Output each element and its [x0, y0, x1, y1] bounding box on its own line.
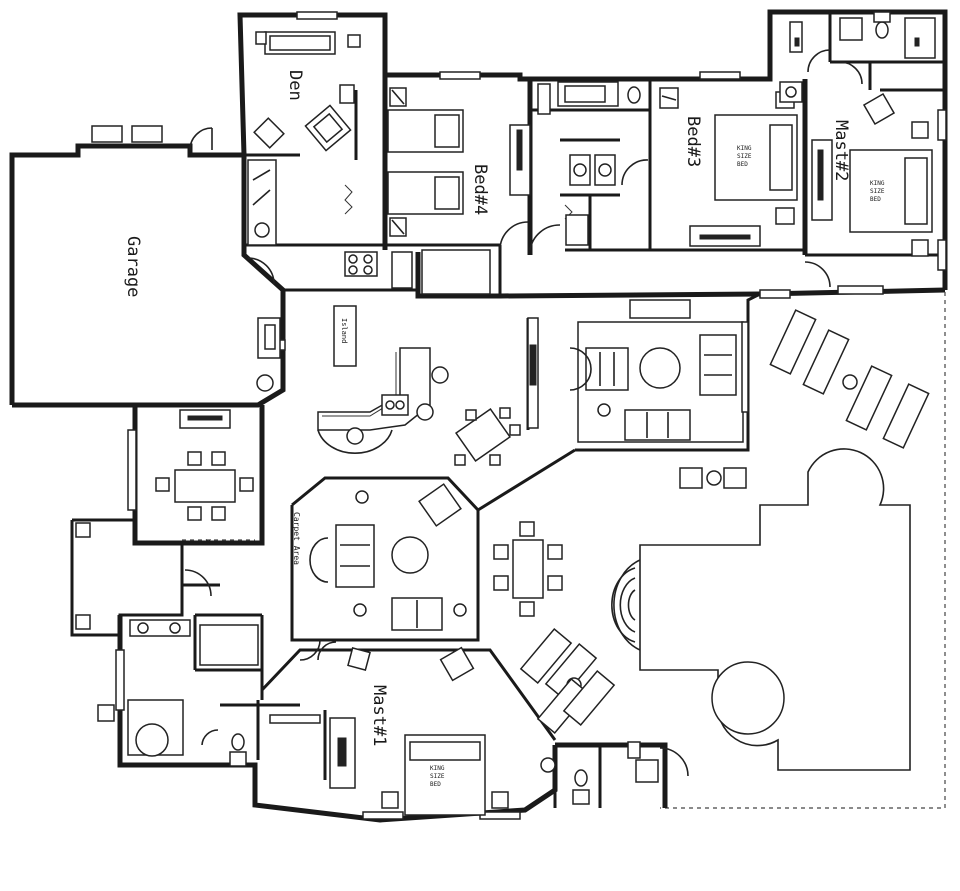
svg-text:✕: ✕	[205, 535, 212, 548]
bath-between-beds	[537, 81, 641, 246]
svg-text:BED: BED	[430, 781, 441, 788]
label-bed3: Bed#3	[683, 116, 703, 167]
svg-text:SIZE: SIZE	[430, 773, 445, 780]
bed3-furniture: KING SIZE BED	[659, 81, 803, 247]
svg-text:KING: KING	[737, 145, 752, 152]
svg-text:BED: BED	[870, 196, 881, 203]
master2-furniture: KING SIZE BED	[789, 11, 936, 257]
interior-walls	[180, 12, 945, 808]
carpet-area-furniture	[309, 483, 467, 631]
svg-text:SIZE: SIZE	[870, 188, 885, 195]
garage-area	[91, 125, 281, 392]
pool	[611, 448, 911, 771]
kitchen-area	[317, 249, 539, 466]
family-room-furniture	[569, 299, 749, 489]
entry-area	[75, 522, 91, 630]
master1-furniture: KING SIZE BED	[347, 646, 659, 816]
label-island: Island	[340, 318, 348, 343]
label-master1: Mast#1	[369, 685, 389, 746]
patio-loungers	[769, 309, 930, 449]
master-bath	[97, 619, 356, 789]
svg-text:SIZE: SIZE	[737, 153, 752, 160]
label-carpet-area: Carpet Area	[292, 512, 301, 565]
dining-nook: ✕	[155, 409, 255, 548]
svg-text:BED: BED	[737, 161, 748, 168]
door-swings	[184, 49, 863, 777]
outdoor-dining	[493, 521, 616, 735]
windows	[115, 11, 947, 820]
label-den: Den	[285, 70, 305, 101]
svg-text:KING: KING	[430, 765, 445, 772]
label-bed4: Bed#4	[470, 164, 490, 215]
room-labels: Den Garage Bed#4 Bed#3 Mast#2 Mast#1 Isl…	[123, 70, 851, 746]
den-furniture	[247, 31, 361, 246]
bed4-furniture	[344, 87, 531, 289]
label-master2: Mast#2	[831, 120, 851, 181]
label-garage: Garage	[123, 236, 143, 297]
svg-text:KING: KING	[870, 180, 885, 187]
